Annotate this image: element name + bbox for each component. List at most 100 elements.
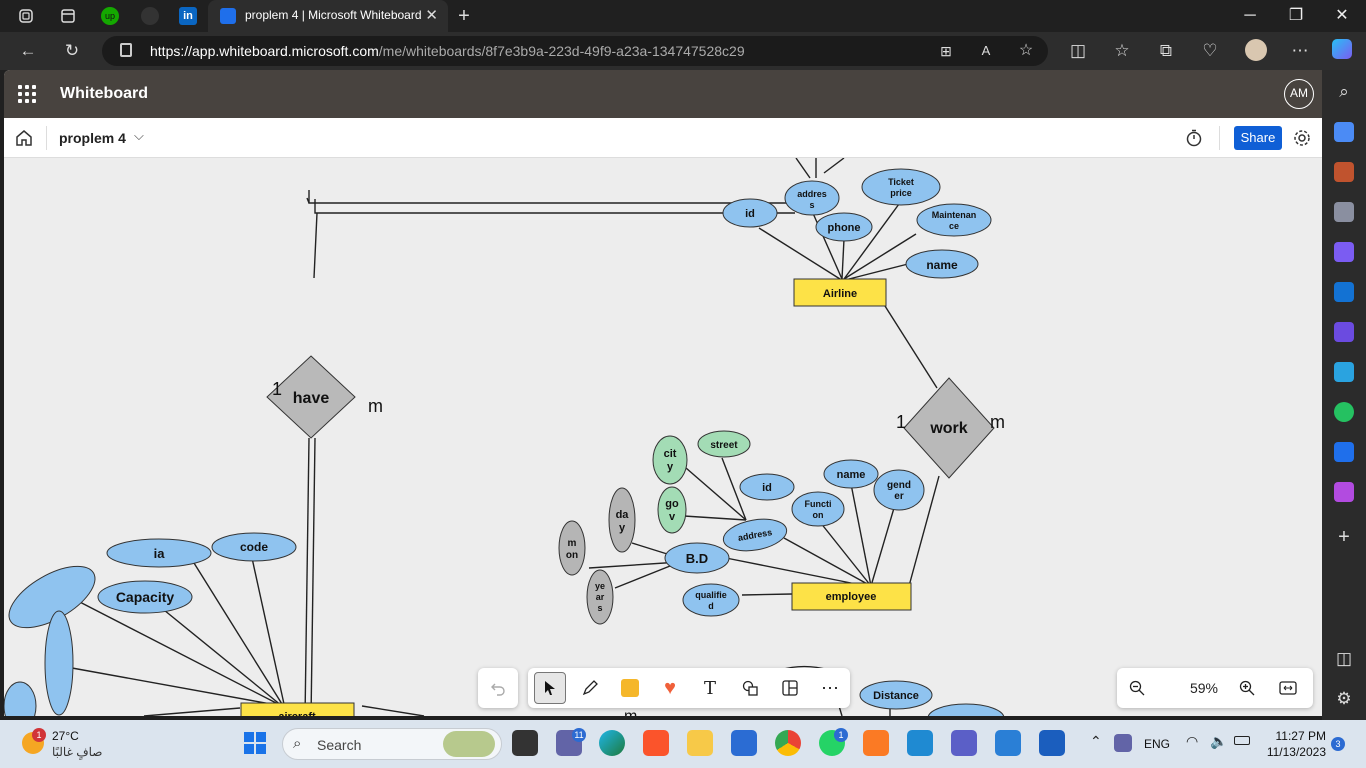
active-tab[interactable]: proplem 4 | Microsoft Whiteboard ✕ xyxy=(208,0,448,32)
designer-icon[interactable] xyxy=(1334,322,1354,342)
tray-overflow-icon[interactable]: ⌃ xyxy=(1090,733,1102,749)
more-tools-button[interactable]: ⋯ xyxy=(814,672,846,704)
volume-icon[interactable]: 🔈 xyxy=(1210,733,1228,749)
url-field[interactable]: https://app.whiteboard.microsoft.com/me/… xyxy=(102,36,1048,66)
attribute-employee-address[interactable]: address xyxy=(721,515,789,556)
shapes-tool[interactable] xyxy=(734,672,766,704)
file-explorer-icon[interactable] xyxy=(687,730,713,756)
attribute-employee-name[interactable]: name xyxy=(823,459,879,489)
app-launcher-icon[interactable] xyxy=(18,85,36,103)
close-tab-icon[interactable]: ✕ xyxy=(425,7,438,24)
zoom-out-icon[interactable] xyxy=(1129,680,1145,696)
clock-time[interactable]: 11:27 PM xyxy=(1275,729,1326,743)
vscode-icon[interactable] xyxy=(907,730,933,756)
board-name[interactable]: proplem 4 xyxy=(59,130,126,146)
tools-icon[interactable] xyxy=(1334,162,1354,182)
linkedin-icon[interactable]: in xyxy=(176,4,200,28)
teams-icon[interactable] xyxy=(951,730,977,756)
notification-count[interactable]: 3 xyxy=(1331,737,1345,751)
attribute-aircraft-ia[interactable]: ia xyxy=(106,538,212,568)
notepad-icon[interactable] xyxy=(995,730,1021,756)
telegram-icon[interactable] xyxy=(1334,362,1354,382)
attribute-aircraft-unlabeled[interactable] xyxy=(44,610,74,716)
favorites-icon[interactable]: ☆ xyxy=(1114,41,1130,60)
games-icon[interactable] xyxy=(1334,202,1354,222)
attribute-employee-gender[interactable]: gend er xyxy=(873,469,925,511)
attribute-airline-id[interactable]: id xyxy=(722,198,778,228)
edge-icon[interactable] xyxy=(599,730,625,756)
attribute-employee-function[interactable]: Functi on xyxy=(791,491,845,527)
favorite-star-icon[interactable]: ☆ xyxy=(1018,42,1034,59)
gear-icon[interactable] xyxy=(1292,128,1312,148)
minimize-icon[interactable]: ─ xyxy=(1244,7,1256,24)
add-sidebar-app-icon[interactable]: + xyxy=(1338,526,1350,548)
browser-essentials-icon[interactable]: ♡ xyxy=(1202,41,1218,60)
clock-date[interactable]: 11/13/2023 xyxy=(1266,745,1326,759)
outlook-icon[interactable] xyxy=(1334,282,1354,302)
user-avatar[interactable]: AM xyxy=(1284,79,1314,109)
entity-aircraft[interactable]: aircraft xyxy=(240,702,355,716)
sidebar-settings-icon[interactable]: ⚙ xyxy=(1336,689,1352,708)
attribute-partial[interactable] xyxy=(927,703,1005,716)
fit-to-screen-icon[interactable] xyxy=(1279,680,1297,696)
attribute-aircraft-unlabeled[interactable] xyxy=(4,681,37,716)
whatsapp-icon[interactable] xyxy=(1334,402,1354,422)
attribute-distance[interactable]: Distance xyxy=(859,680,933,710)
select-tool[interactable] xyxy=(534,672,566,704)
attribute-employee-id[interactable]: id xyxy=(739,473,795,501)
attribute-employee-day[interactable]: da y xyxy=(608,487,636,553)
github-icon[interactable] xyxy=(138,4,162,28)
start-button[interactable] xyxy=(244,732,266,754)
attribute-employee-street[interactable]: street xyxy=(697,430,751,458)
profile-avatar-icon[interactable] xyxy=(1244,39,1268,63)
close-window-icon[interactable]: ✕ xyxy=(1335,7,1349,24)
entity-airline[interactable]: Airline xyxy=(793,278,887,307)
refresh-icon[interactable]: ↻ xyxy=(64,41,80,60)
relationship-have[interactable]: have xyxy=(266,355,356,439)
relationship-work[interactable]: work xyxy=(903,377,995,479)
attribute-employee-gov[interactable]: go v xyxy=(657,486,687,534)
read-aloud-icon[interactable]: A xyxy=(981,43,991,58)
bot-icon[interactable] xyxy=(1334,482,1354,502)
weather-widget[interactable]: 1 27°C صافٍ غالبًا xyxy=(18,720,118,768)
chrome-icon[interactable] xyxy=(775,730,801,756)
more-menu-icon[interactable]: ⋯ xyxy=(1291,41,1309,60)
language-indicator[interactable]: ENG xyxy=(1144,737,1171,751)
whiteboard-canvas[interactable]: Airline employee aircraft have work 1 m … xyxy=(4,158,1322,716)
pen-tool[interactable] xyxy=(574,672,606,704)
attribute-airline-ticket-price[interactable]: Ticket price xyxy=(861,168,941,206)
battery-icon[interactable] xyxy=(1234,736,1250,745)
wifi-icon[interactable]: ◠ xyxy=(1186,733,1199,749)
restore-icon[interactable]: ❐ xyxy=(1288,7,1304,24)
attribute-employee-city[interactable]: cit y xyxy=(652,435,688,485)
attribute-airline-address[interactable]: addres s xyxy=(784,180,840,216)
app-available-icon[interactable]: ⊞ xyxy=(940,43,952,59)
attribute-employee-qualified[interactable]: qualifie d xyxy=(682,583,740,617)
copilot-icon[interactable] xyxy=(1330,39,1354,63)
sticky-note-tool[interactable] xyxy=(614,672,646,704)
attribute-airline-name[interactable]: name xyxy=(905,249,979,279)
reactions-tool[interactable]: ♥ xyxy=(654,672,686,704)
whiteboard-app-icon[interactable] xyxy=(1334,442,1354,462)
workspaces-icon[interactable] xyxy=(14,4,38,28)
shopping-tag-icon[interactable] xyxy=(1334,122,1354,142)
attribute-employee-bd[interactable]: B.D xyxy=(664,542,730,574)
share-button[interactable]: Share xyxy=(1234,126,1282,150)
collections-icon[interactable]: ⧉ xyxy=(1159,41,1173,60)
taskbar-search[interactable]: ⌕ Search xyxy=(282,728,502,760)
attribute-employee-month[interactable]: m on xyxy=(558,520,586,576)
sidebar-search-icon[interactable]: ⌕ xyxy=(1339,82,1349,101)
timer-icon[interactable] xyxy=(1185,129,1203,147)
back-icon[interactable]: ← xyxy=(19,41,37,60)
store-icon[interactable] xyxy=(731,730,757,756)
attribute-aircraft-code[interactable]: code xyxy=(211,532,297,562)
sidebar-layout-icon[interactable]: ◫ xyxy=(1335,649,1353,668)
attribute-employee-years[interactable]: ye ar s xyxy=(586,569,614,625)
brave-icon[interactable] xyxy=(643,730,669,756)
attribute-airline-phone[interactable]: phone xyxy=(815,212,873,242)
new-tab-icon[interactable]: + xyxy=(458,4,470,27)
upwork-icon[interactable]: up xyxy=(98,4,122,28)
tray-teams-icon[interactable] xyxy=(1114,734,1132,752)
task-view-icon[interactable] xyxy=(512,730,538,756)
zoom-in-icon[interactable] xyxy=(1239,680,1255,696)
